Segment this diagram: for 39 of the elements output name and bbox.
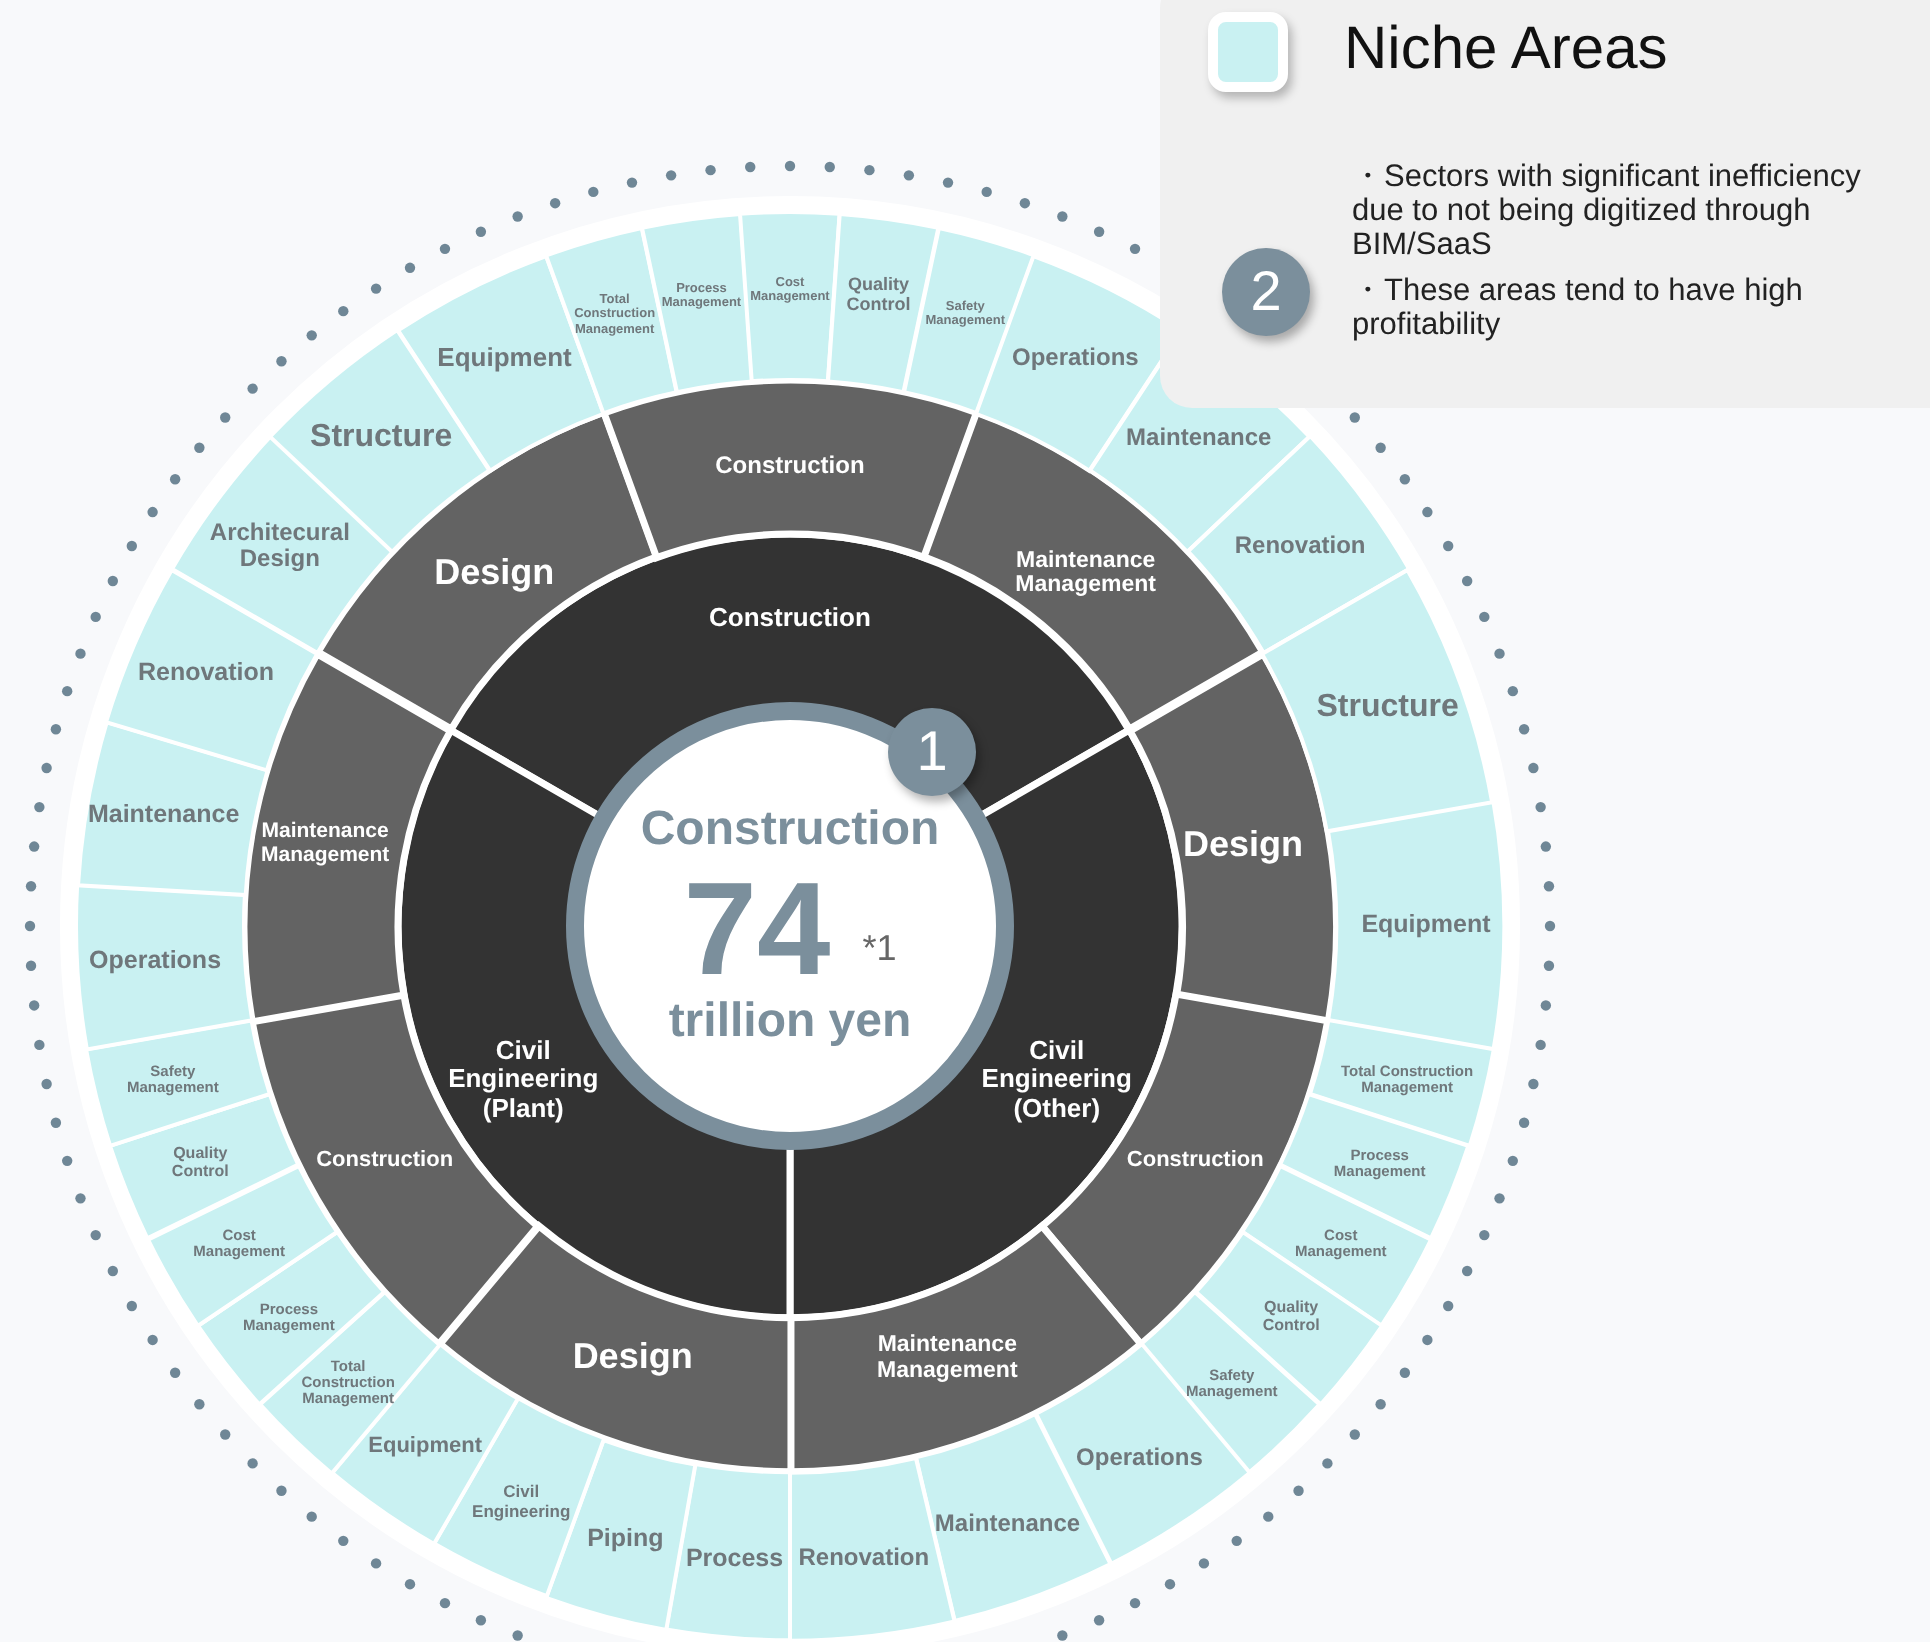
segment-label: Operations [1074, 1444, 1205, 1471]
segment-label: Renovation [135, 660, 277, 688]
note-text: ・Sectors with significant inefficiency due to not being digitized through BIM/SaaS [1352, 160, 1863, 263]
segment-label: Construction [713, 452, 867, 480]
segment-label: Equipment [435, 343, 574, 372]
segment-label: Maintenance Management [258, 820, 392, 868]
segment-label: Operations [87, 949, 224, 977]
segment-label: Maintenance Management [875, 1332, 1020, 1384]
segment-label: Architecural Design [209, 519, 350, 573]
segment-label: Design [570, 1338, 695, 1379]
segment-label: Equipment [366, 1434, 484, 1460]
segment-label: Operations [1010, 344, 1141, 371]
segment-label: Piping [585, 1526, 666, 1555]
center-title: Construction [640, 806, 940, 854]
segment-label: Construction [707, 603, 873, 633]
segment-label: Design [432, 553, 557, 594]
segment-label: Design [1180, 826, 1305, 866]
value-number: 74 [683, 862, 831, 994]
segment-label: Construction [314, 1147, 456, 1173]
segment-label: Civil Engineering (Plant) [446, 1037, 601, 1123]
segment-label: Construction [1124, 1147, 1266, 1173]
segment-label: Quality Control [1260, 1299, 1322, 1336]
footnote-mark: *1 [862, 930, 897, 966]
segment-label: Structure [1314, 690, 1461, 727]
note-text: ・These areas tend to have high profitability [1352, 274, 1805, 343]
segment-label: Maintenance Management [1013, 548, 1158, 599]
segment-label: Maintenance [85, 801, 242, 830]
segment-label: Equipment [1359, 912, 1493, 940]
segment-label: Maintenance [932, 1510, 1083, 1537]
segment-label: Quality Control [844, 276, 913, 316]
segment-label: Civil Engineering (Other) [979, 1037, 1134, 1123]
segment-label: Quality Control [169, 1146, 231, 1182]
segment-label: Renovation [796, 1544, 932, 1571]
unit-label: trillion yen [668, 998, 912, 1046]
segment-label: Maintenance [1124, 425, 1274, 452]
segment-label: Renovation [1232, 533, 1368, 560]
segment-label: Civil Engineering [470, 1483, 573, 1522]
segment-label: Structure [308, 421, 455, 457]
legend-label: Niche Areas [1344, 16, 1668, 84]
